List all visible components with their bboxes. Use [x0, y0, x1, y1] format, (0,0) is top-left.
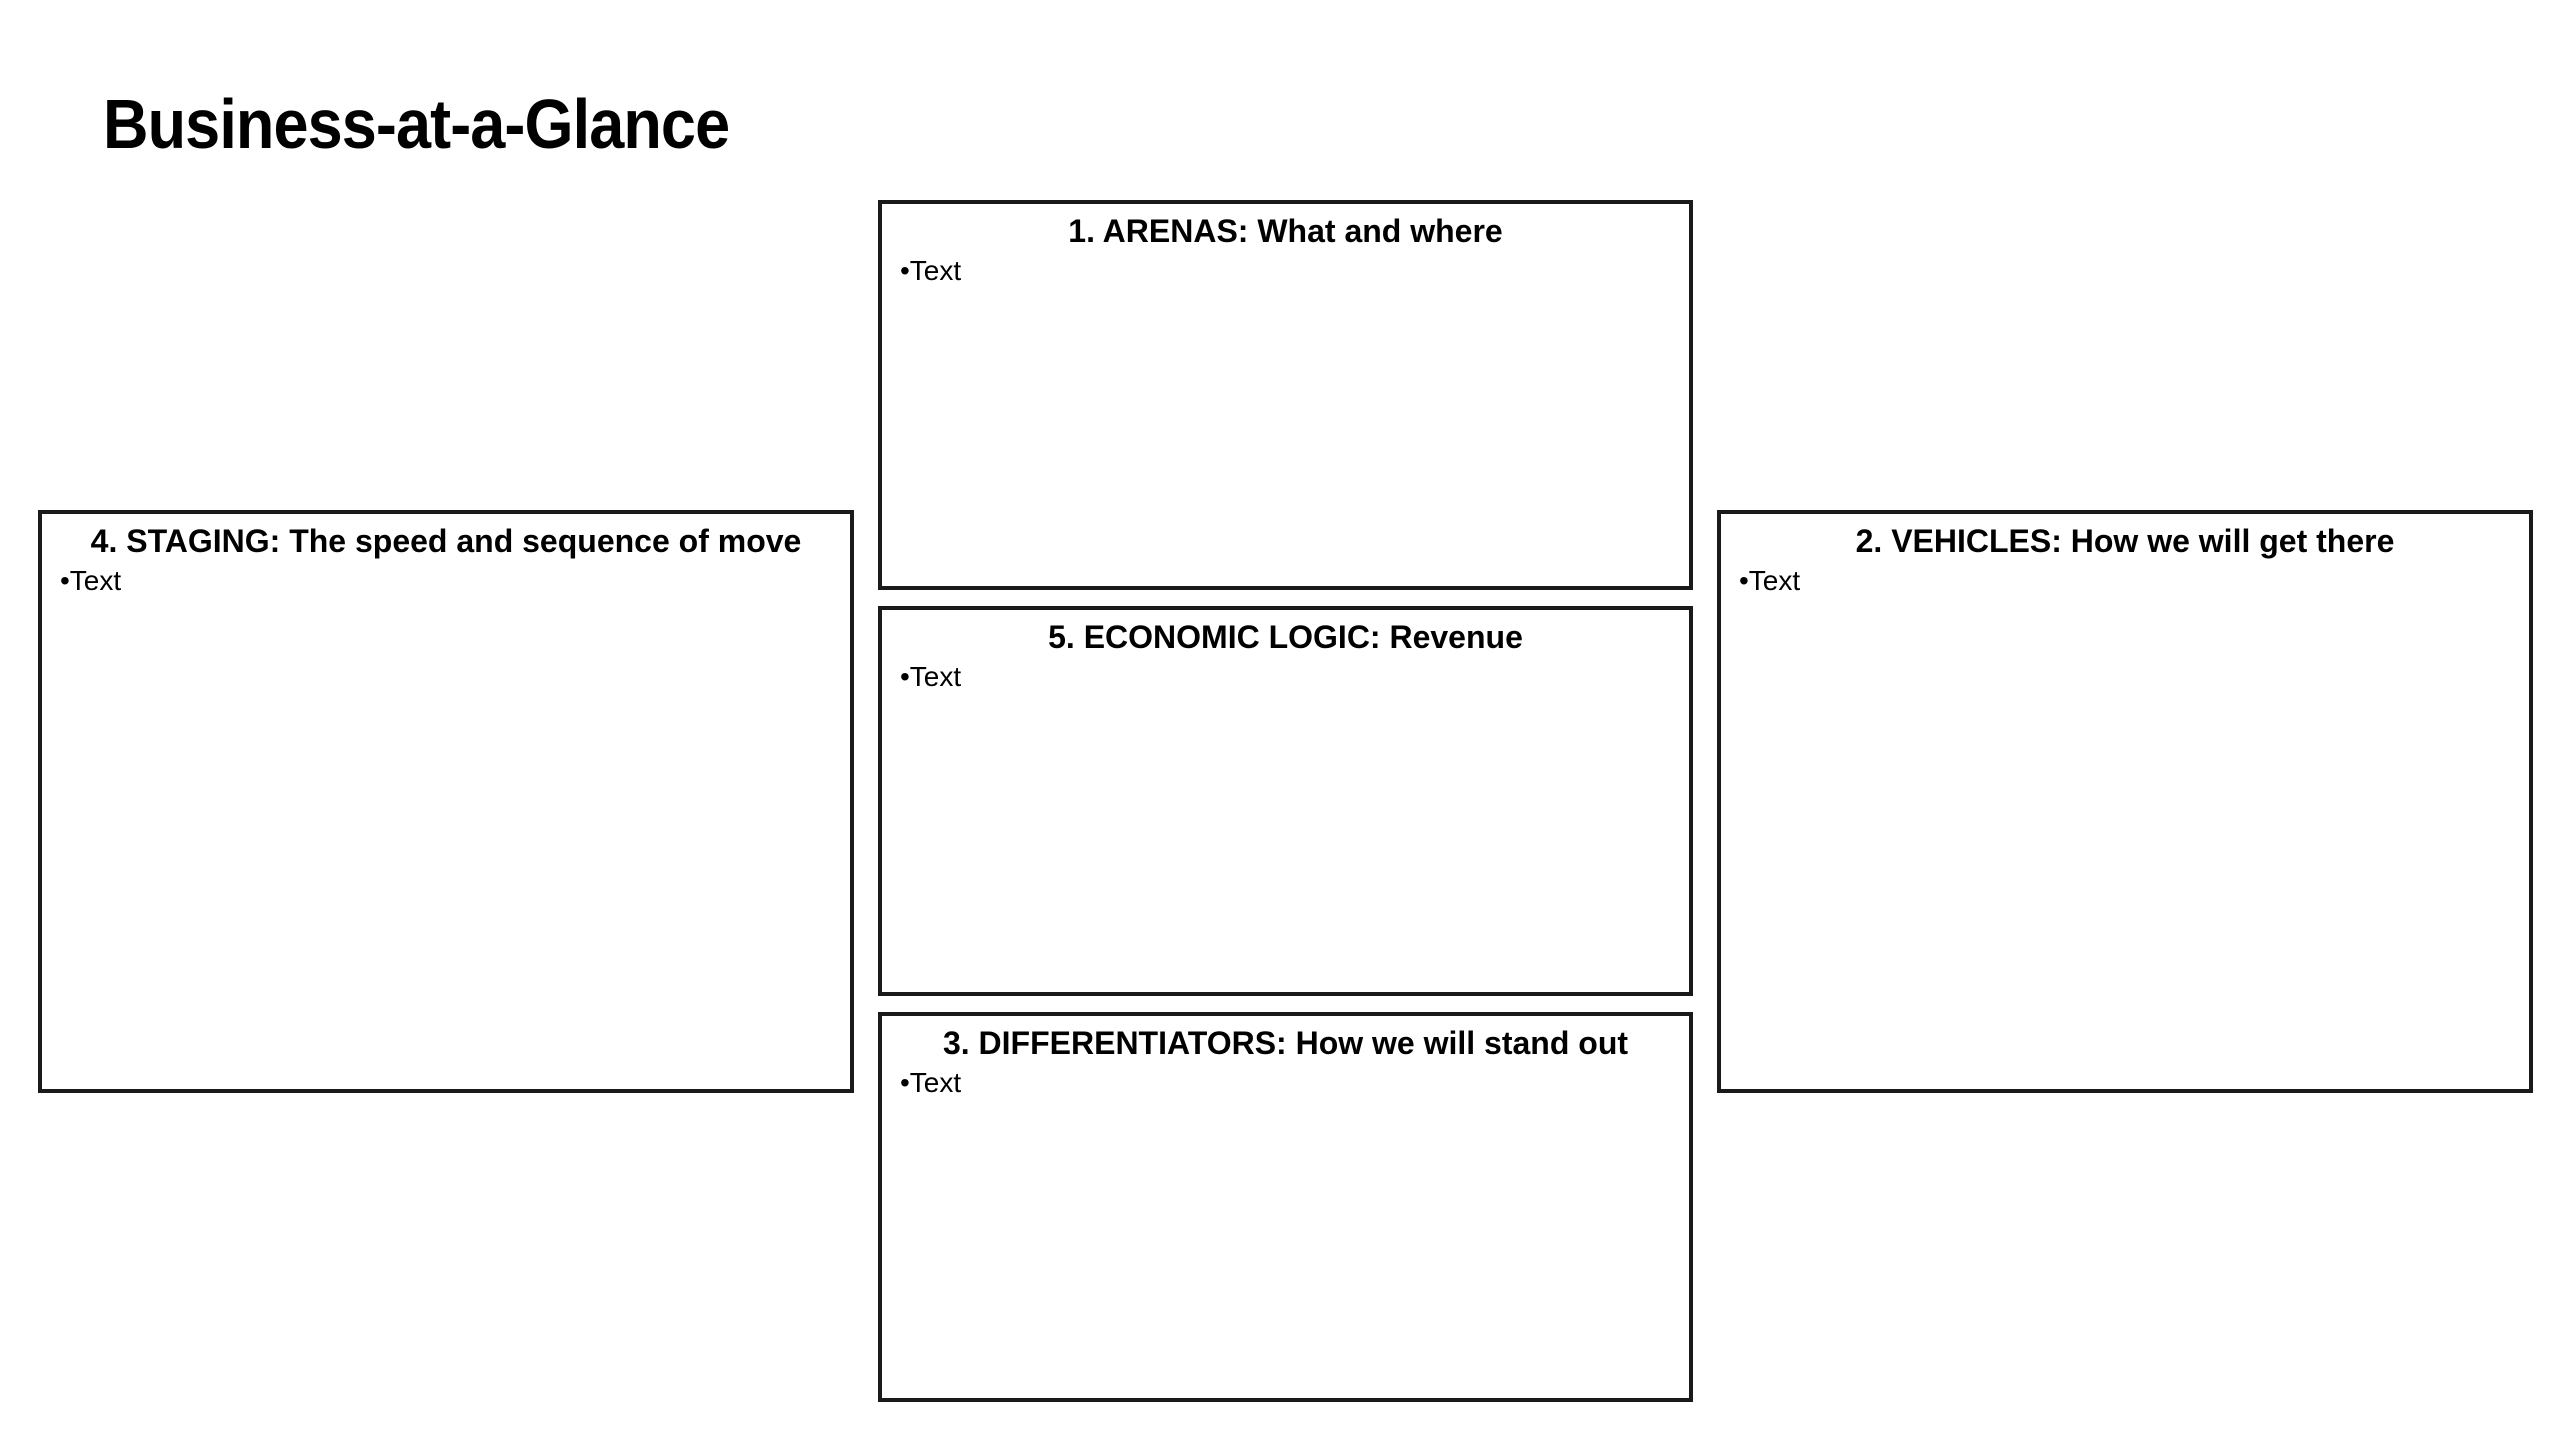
arenas-bullet[interactable]: •Text — [900, 255, 962, 287]
economic-logic-heading: 5. ECONOMIC LOGIC: Revenue — [1048, 619, 1523, 655]
arenas-box: 1. ARENAS: What and where •Text — [878, 200, 1693, 590]
staging-box: 4. STAGING: The speed and sequence of mo… — [38, 510, 854, 1093]
differentiators-bullet[interactable]: •Text — [900, 1067, 962, 1099]
economic-logic-box: 5. ECONOMIC LOGIC: Revenue •Text — [878, 606, 1693, 996]
differentiators-box: 3. DIFFERENTIATORS: How we will stand ou… — [878, 1012, 1693, 1402]
arenas-heading: 1. ARENAS: What and where — [1068, 213, 1503, 249]
vehicles-heading: 2. VEHICLES: How we will get there — [1855, 523, 2395, 559]
page-title: Business-at-a-Glance — [103, 85, 730, 163]
economic-logic-bullet[interactable]: •Text — [900, 661, 962, 693]
differentiators-heading: 3. DIFFERENTIATORS: How we will stand ou… — [942, 1025, 1629, 1061]
vehicles-box: 2. VEHICLES: How we will get there •Text — [1717, 510, 2533, 1093]
staging-bullet[interactable]: •Text — [60, 565, 122, 597]
staging-heading: 4. STAGING: The speed and sequence of mo… — [90, 523, 802, 559]
vehicles-bullet[interactable]: •Text — [1739, 565, 1801, 597]
